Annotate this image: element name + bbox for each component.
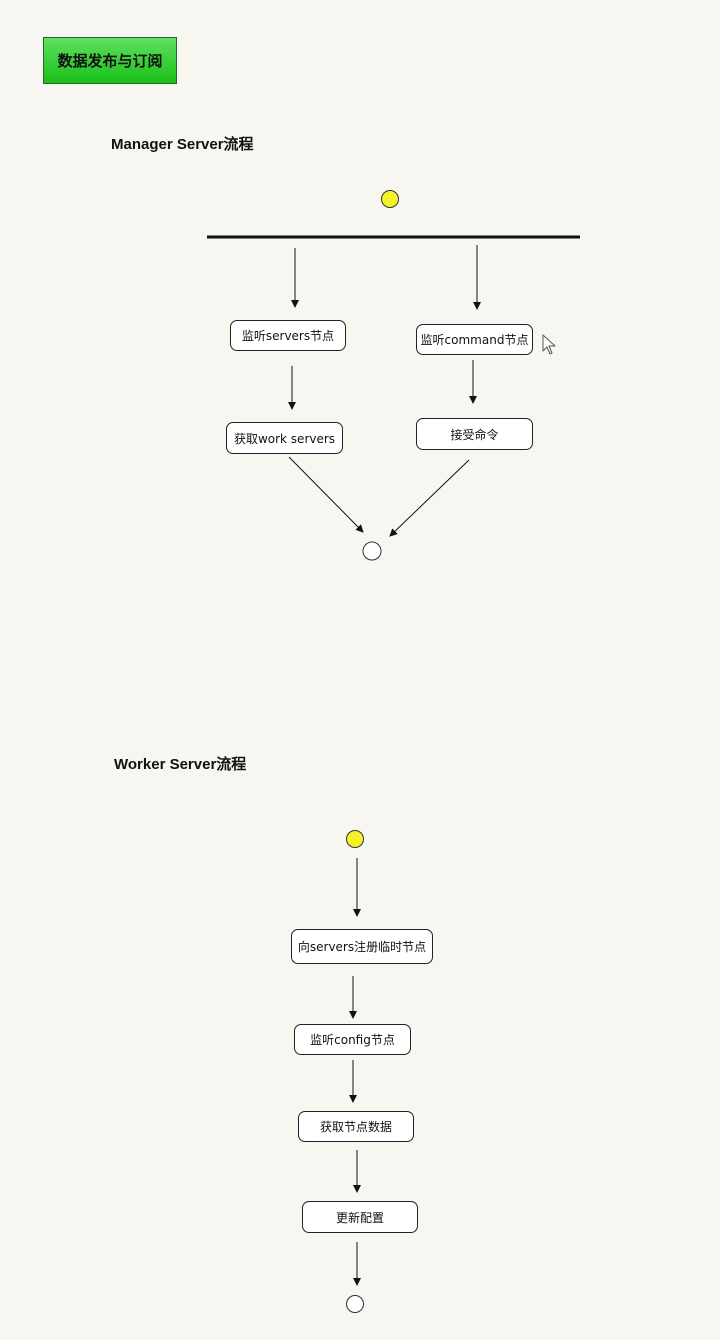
mouse-pointer-icon	[542, 334, 556, 355]
page-title: 数据发布与订阅	[43, 37, 177, 84]
manager-end-node	[362, 541, 382, 561]
arrow-accept-command-to-end	[389, 459, 470, 537]
node-accept-command: 接受命令	[416, 418, 533, 450]
node-watch-config: 监听config节点	[294, 1024, 411, 1055]
manager-section-title: Manager Server流程	[111, 136, 254, 153]
node-watch-command: 监听command节点	[416, 324, 533, 355]
node-get-node-data: 获取节点数据	[298, 1111, 414, 1142]
worker-start-node	[346, 830, 364, 848]
node-register-ephemeral: 向servers注册临时节点	[291, 929, 433, 964]
arrow-get-work-servers-to-end	[288, 456, 364, 533]
node-watch-servers: 监听servers节点	[230, 320, 346, 351]
node-update-config: 更新配置	[302, 1201, 418, 1233]
manager-start-node	[381, 190, 399, 208]
worker-end-node	[346, 1295, 364, 1313]
node-get-work-servers: 获取work servers	[226, 422, 343, 454]
worker-section-title: Worker Server流程	[114, 756, 247, 773]
